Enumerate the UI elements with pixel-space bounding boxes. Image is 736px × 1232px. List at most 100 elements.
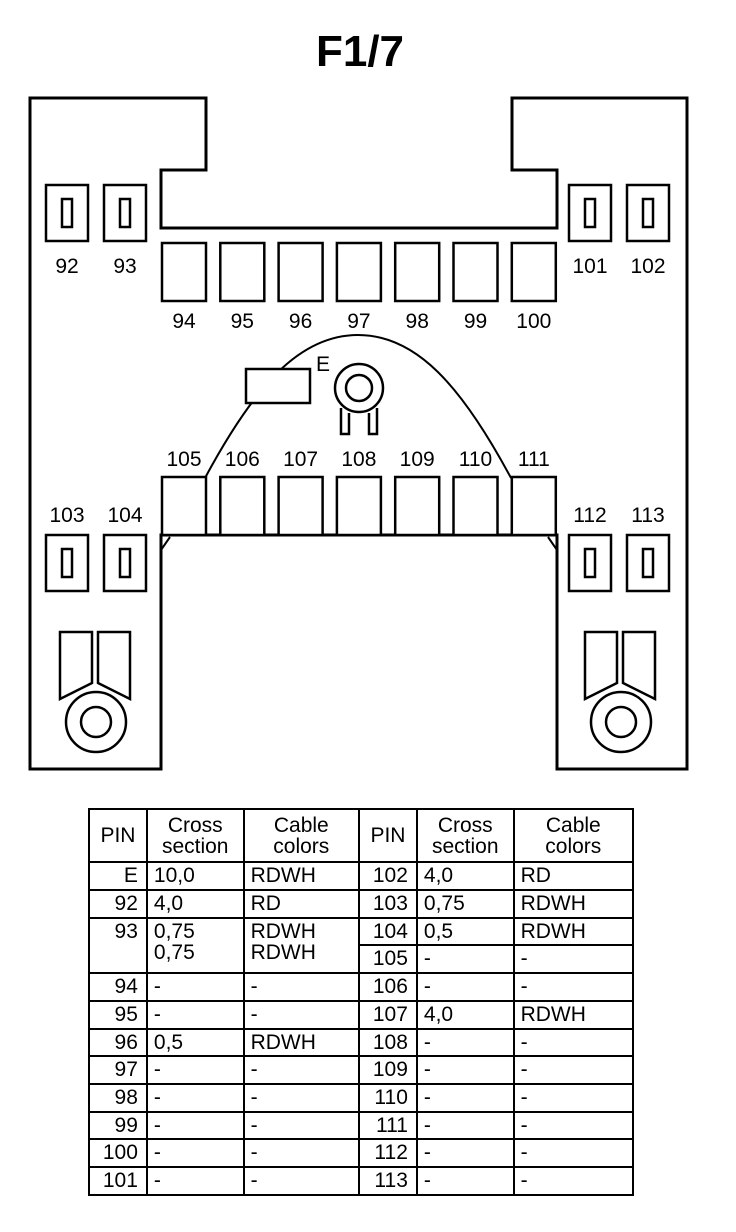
table-row: 99--111--	[88, 1110, 635, 1141]
slot-label-100: 100	[516, 310, 551, 333]
cross-section-cell: 4,0	[415, 861, 515, 892]
pin-label-103: 103	[49, 504, 84, 527]
table-row: 97--109--	[88, 1055, 635, 1085]
cable-colors-cell: -	[242, 1138, 361, 1169]
pin-terminal-93: 93	[102, 183, 148, 278]
slot-label-99: 99	[464, 310, 487, 333]
cross-section-cell: -	[415, 1055, 515, 1085]
pin-label-92: 92	[55, 255, 78, 278]
upper-slot-99: 99	[452, 241, 499, 333]
cross-section-cell: -	[415, 1166, 515, 1196]
upper-slot-100: 100	[510, 241, 558, 333]
cable-colors-cell: RDWH	[242, 1027, 361, 1058]
cross-section-cell: -	[415, 972, 515, 1002]
small-pin-terminals: 92 93 101 102 103 104 112 113	[44, 183, 671, 593]
cable-colors-cell: RD	[242, 889, 361, 919]
pin-terminal-103: 103	[44, 504, 90, 593]
pin-cell: 113	[358, 1166, 418, 1196]
pin-cell: 107	[358, 999, 418, 1030]
header-pin-2: PIN	[358, 807, 418, 864]
pin-label-102: 102	[630, 255, 665, 278]
pin-cell: 93	[88, 916, 148, 975]
pin-terminal-101: 101	[567, 183, 613, 278]
slot-label-98: 98	[406, 310, 429, 333]
dome-base-left	[160, 536, 171, 551]
pin-terminal-113: 113	[625, 504, 671, 593]
cable-colors-cell: -	[242, 999, 361, 1030]
pin-cell: 110	[358, 1083, 418, 1113]
cross-section-cell: 0,5	[145, 1027, 245, 1058]
pin-cell: 112	[358, 1138, 418, 1169]
diagram-title: F1/7	[316, 27, 404, 76]
cross-section-cell: -	[145, 1166, 245, 1196]
upper-slot-95: 95	[219, 241, 266, 333]
table-row: 105--	[89, 944, 635, 975]
cross-section-cell: -	[145, 1083, 245, 1113]
pin-label-101: 101	[572, 255, 607, 278]
cross-section-cell: -	[415, 1083, 515, 1113]
dome-base-right	[547, 536, 558, 551]
slot-label-105: 105	[166, 448, 201, 471]
cross-section-cell: 0,75	[415, 889, 515, 919]
pin-cell: E	[88, 861, 148, 892]
cable-colors-cell: RDWH	[242, 861, 361, 892]
slot-label-110: 110	[459, 448, 492, 471]
slot-label-94: 94	[172, 310, 196, 333]
cable-colors-cell: -	[242, 1083, 361, 1113]
cross-section-cell: -	[145, 1055, 245, 1085]
upper-slot-94: 94	[160, 241, 208, 333]
earth-block	[244, 367, 312, 405]
upper-slot-97: 97	[335, 241, 383, 333]
header-pin: PIN	[88, 807, 148, 864]
earth-stud-icon	[333, 362, 385, 436]
lower-slot-107: 107	[277, 448, 324, 537]
pin-terminal-112: 112	[567, 504, 613, 593]
slot-label-97: 97	[347, 310, 370, 333]
cross-section-cell: -	[145, 1138, 245, 1169]
slot-label-95: 95	[231, 310, 254, 333]
cross-section-cell: -	[415, 1027, 515, 1058]
cable-colors-cell: -	[242, 1055, 361, 1085]
pin-label-104: 104	[107, 504, 142, 527]
pin-cell: 97	[88, 1055, 148, 1085]
pin-cell: 102	[358, 861, 418, 892]
cable-colors-cell: -	[242, 972, 361, 1002]
cross-section-cell: -	[145, 972, 245, 1002]
cross-section-cell: 10,0	[145, 861, 245, 892]
cross-section-cell: -	[415, 944, 515, 975]
cable-colors-cell: RD	[512, 861, 635, 892]
pin-cell: 98	[88, 1083, 148, 1113]
cable-colors-cell: -	[242, 1166, 361, 1196]
cable-colors-cell: RDWH	[512, 916, 635, 947]
lower-slot-110: 110	[452, 448, 499, 537]
cable-colors-cell: -	[512, 1166, 635, 1196]
pin-cell: 92	[88, 889, 148, 919]
pin-cell: 108	[358, 1027, 418, 1058]
cable-colors-cell: RDWH	[512, 999, 635, 1030]
pin-cell: 104	[358, 916, 418, 947]
slot-label-106: 106	[225, 448, 260, 471]
cross-section-cell: -	[145, 999, 245, 1030]
cable-colors-cell: -	[512, 1055, 635, 1085]
slot-label-109: 109	[400, 448, 435, 471]
pin-label-112: 112	[573, 504, 606, 527]
pin-cell: 99	[88, 1110, 148, 1141]
cross-section-cell: 4,0	[145, 889, 245, 919]
cable-colors-cell: -	[512, 944, 635, 975]
pin-label-113: 113	[631, 504, 664, 527]
pin-terminal-102: 102	[625, 183, 671, 278]
pin-terminal-104: 104	[102, 504, 148, 593]
cable-colors-cell: -	[512, 972, 635, 1002]
cross-section-cell: 0,5	[415, 916, 515, 947]
lower-slot-109: 109	[393, 448, 441, 537]
